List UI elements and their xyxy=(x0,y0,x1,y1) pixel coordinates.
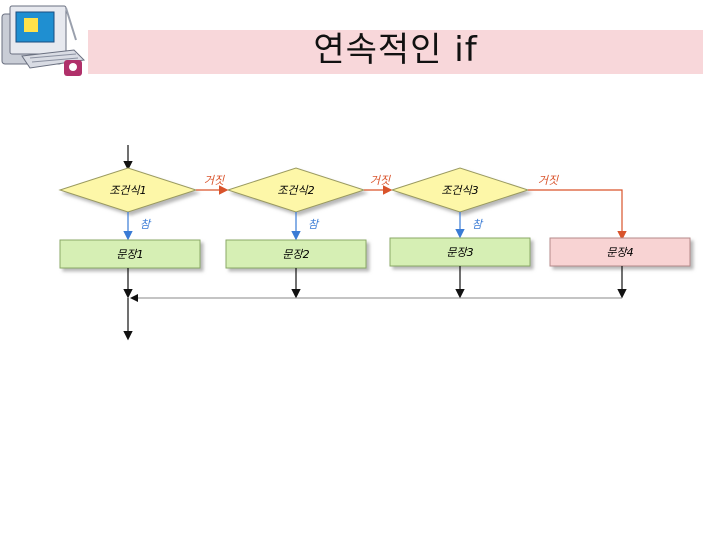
statement-4-label: 문장4 xyxy=(606,246,633,259)
true-label-3: 참 xyxy=(472,218,484,231)
true-edge-2: 참 xyxy=(291,212,320,241)
condition-3-label: 조건식3 xyxy=(441,184,478,197)
false-edge-1: 거짓 xyxy=(196,174,229,195)
statement-4: 문장4 xyxy=(549,237,691,267)
true-edge-3: 참 xyxy=(455,212,484,239)
true-label-1: 참 xyxy=(140,218,152,231)
title-bar xyxy=(88,30,703,74)
computer-logo-icon xyxy=(1,5,86,76)
statement-3-label: 문장3 xyxy=(446,246,473,259)
false-label-2: 거짓 xyxy=(370,174,391,187)
false-edge-3: 거짓 xyxy=(528,174,627,241)
false-label-3: 거짓 xyxy=(538,174,559,187)
condition-2: 조건식2 xyxy=(226,167,366,213)
statement-1: 문장1 xyxy=(59,239,201,269)
statement-2-label: 문장2 xyxy=(282,248,309,261)
condition-1: 조건식1 xyxy=(58,167,198,213)
true-label-2: 참 xyxy=(308,218,320,231)
false-label-1: 거짓 xyxy=(204,174,225,187)
statement-1-label: 문장1 xyxy=(116,248,143,261)
false-edge-2: 거짓 xyxy=(364,174,393,195)
condition-3: 조건식3 xyxy=(390,167,530,213)
page-title: 연속적인 if xyxy=(313,30,478,70)
statement-3: 문장3 xyxy=(389,237,531,267)
true-edge-1: 참 xyxy=(123,212,152,241)
condition-2-label: 조건식2 xyxy=(277,184,314,197)
condition-1-label: 조건식1 xyxy=(109,184,146,197)
statement-2: 문장2 xyxy=(225,239,367,269)
